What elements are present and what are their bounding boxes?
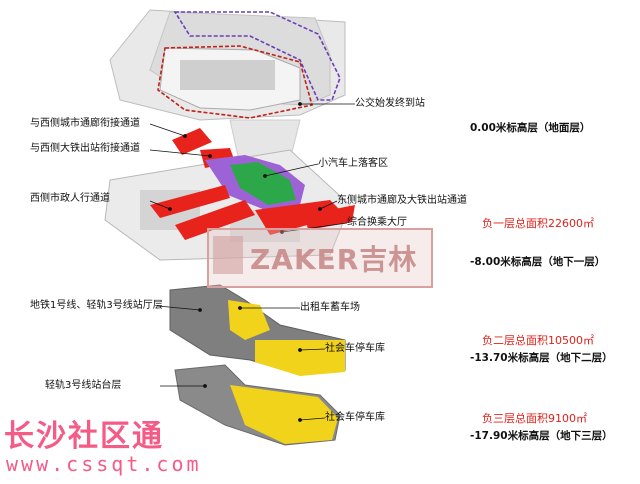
parking-b3-area [230, 385, 338, 444]
level-b1: -8.00米标高层（地下一层） [470, 256, 606, 268]
footer-title: 长沙社区通 [4, 419, 164, 454]
level-b2: -13.70米标高层（地下二层） [470, 352, 613, 364]
label-lrt-platform: 轻轨3号线站台层 [45, 380, 122, 391]
label-transfer-hall: 综合换乘大厅 [347, 217, 407, 228]
label-car-dropoff: 小汽车上落客区 [318, 158, 388, 169]
label-bus-terminal: 公交始发终到站 [355, 98, 425, 109]
b2-level-plan [169, 284, 346, 376]
east-corridor-stub [305, 205, 355, 230]
watermark-logo [213, 236, 243, 274]
area-b3: 负三层总面积9100㎡ [482, 412, 587, 425]
taxi-storage [228, 300, 270, 340]
area-b1: 负一层总面积22600㎡ [482, 217, 594, 230]
ground-level-plan [109, 9, 346, 166]
east-corridor-red [255, 200, 345, 235]
label-parking-b3: 社会车停车库 [325, 412, 385, 423]
level-b3: -17.90米标高层（地下三层） [470, 430, 613, 442]
watermark-box [207, 228, 433, 288]
label-east-corridor: 东侧城市通廊及大铁出站通道 [337, 195, 467, 206]
west-city-corridor-link [172, 128, 212, 155]
area-b2: 负二层总面积10500㎡ [482, 334, 594, 347]
level-ground: 0.00米标高层（地面层） [470, 122, 591, 134]
b3-level-plan [174, 364, 341, 446]
label-taxi-storage: 出租车蓄车场 [300, 302, 360, 313]
b1-level-plan [104, 128, 355, 261]
label-west-pedestrian: 西侧市政人行通道 [30, 193, 110, 204]
label-parking-b2: 社会车停车库 [325, 343, 385, 354]
label-metro-hall: 地铁1号线、轻轨3号线站厅层 [30, 300, 163, 311]
transfer-hall-red [175, 200, 255, 240]
leader-lines [149, 102, 355, 422]
car-dropoff-green [230, 162, 296, 205]
watermark-brand: ZAKER吉林 [250, 243, 418, 276]
label-west-city-corridor: 与西侧城市通廊衔接通道 [30, 118, 140, 129]
footer-url: www.cssqt.com [6, 452, 202, 476]
label-west-rail-exit: 与西侧大铁出站衔接通道 [30, 143, 140, 154]
